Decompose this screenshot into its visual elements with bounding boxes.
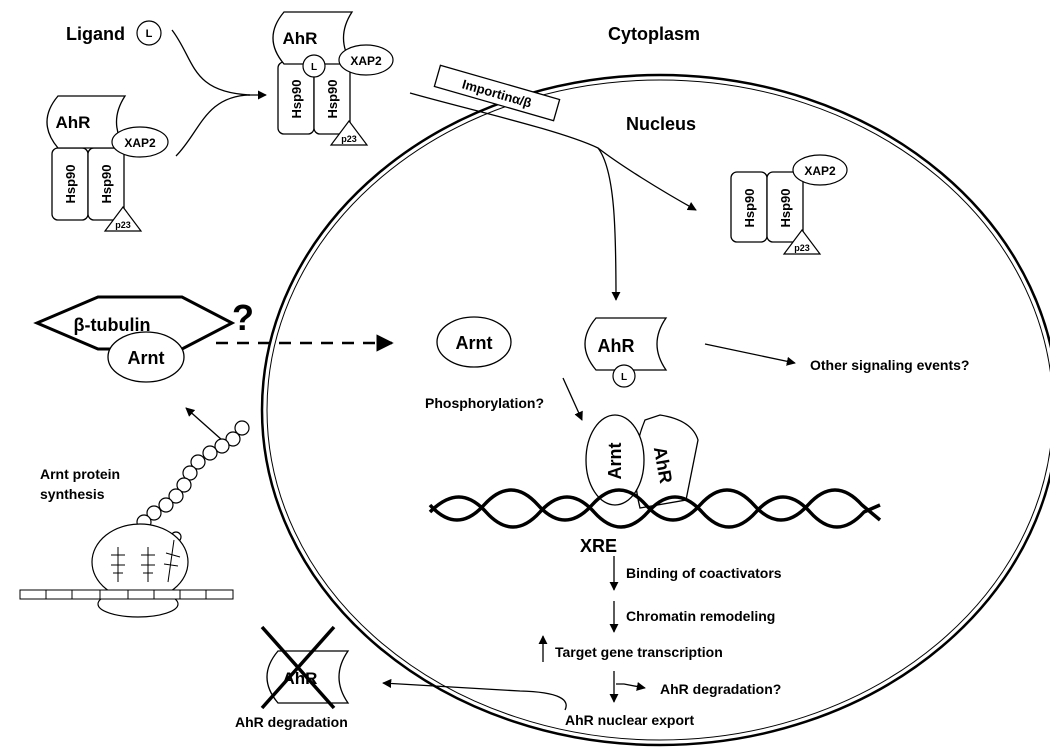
xre-label: XRE [580, 536, 617, 556]
hsp90-label: Hsp90 [99, 164, 114, 203]
coactivators-label: Binding of coactivators [626, 565, 782, 581]
polypeptide-chain [130, 420, 250, 543]
complex-binding-line [175, 94, 251, 157]
ligand-circle-label: L [311, 62, 317, 73]
hsp90-label: Hsp90 [742, 188, 757, 227]
cytoplasm-label: Cytoplasm [608, 24, 700, 44]
xap2-oval [111, 126, 169, 158]
arnt-synthesis-label-2: synthesis [40, 486, 105, 502]
p23-triangle [782, 229, 822, 255]
mrna-strand [19, 589, 234, 600]
dna-strand-2 [428, 488, 882, 522]
arnt-nucleus-oval [436, 316, 512, 368]
hsp90-label: Hsp90 [325, 79, 340, 118]
ligand-symbol-circle [136, 20, 162, 46]
other-signaling-label: Other signaling events? [810, 357, 969, 373]
nucleus-membrane-inner [266, 79, 1050, 741]
chromatin-label: Chromatin remodeling [626, 608, 775, 624]
p23-label: p23 [794, 243, 810, 253]
ligand-symbol: L [146, 28, 153, 40]
ligand-binding-line [171, 29, 251, 96]
hsp90-label: Hsp90 [778, 188, 793, 227]
question-mark: ? [232, 297, 254, 338]
released-chaperone-complex: Hsp90 Hsp90 p23 XAP2 [730, 154, 848, 255]
p23-triangle [103, 206, 143, 232]
ahr-degradation-label: AhR degradation [235, 714, 348, 730]
arnt-cytoplasm-label: Arnt [128, 348, 165, 368]
arnt-cytoplasm-oval [107, 331, 185, 383]
arnt-dna-bound-label: Arnt [605, 443, 625, 480]
target-gene-label: Target gene transcription [555, 644, 723, 660]
beta-tubulin-label: β-tubulin [74, 315, 151, 335]
nucleus-membrane [260, 73, 1050, 747]
ahr-complex-unbound: Hsp90 Hsp90 p23 AhR XAP2 [46, 95, 169, 232]
p23-triangle [329, 120, 369, 146]
phosphorylation-arrow [562, 377, 583, 421]
xap2-oval [338, 44, 394, 76]
p23-label: p23 [115, 220, 131, 230]
ahr-degradation-question-label: AhR degradation? [660, 681, 781, 697]
ahr-label: AhR [56, 113, 91, 132]
chaperone-release-arrow [597, 147, 697, 211]
degradation-cross-line [260, 625, 336, 710]
xap2-label: XAP2 [124, 136, 156, 150]
ligand-circle [302, 54, 326, 78]
beta-tubulin-diamond [33, 295, 236, 351]
arnt-nucleus-label: Arnt [456, 333, 493, 353]
arnt-synthesis-label: Arnt protein [40, 466, 120, 482]
p23-label: p23 [341, 134, 357, 144]
hsp90-label: Hsp90 [63, 164, 78, 203]
ahr-nuclear-export-label: AhR nuclear export [565, 712, 694, 728]
hsp90-label: Hsp90 [289, 79, 304, 118]
other-signaling-arrow [704, 343, 796, 366]
ligand-nuclear-circle [612, 364, 636, 388]
ahr-nuclear-shape [584, 317, 668, 371]
xap2-oval [792, 154, 848, 186]
ahr-label: AhR [283, 29, 318, 48]
ligand-label: Ligand [66, 24, 125, 44]
synthesis-arrow [185, 407, 223, 441]
phosphorylation-label: Phosphorylation? [425, 395, 544, 411]
nucleus-label: Nucleus [626, 114, 696, 134]
xap2-label: XAP2 [350, 54, 382, 68]
arnt-dna-bound-oval [585, 414, 645, 506]
ahr-complex-ligand-bound: Hsp90 Hsp90 p23 AhR L XAP2 [272, 11, 394, 146]
dna-strand-1 [428, 495, 881, 529]
ribosome [91, 523, 189, 618]
ahr-nuclear-label: AhR [598, 336, 635, 356]
ligand-nuclear-label: L [621, 372, 627, 383]
importin-box: Importinα/β [433, 64, 561, 122]
xap2-label: XAP2 [804, 164, 836, 178]
degradation-branch-arrow [616, 681, 646, 691]
import-path-line [409, 92, 621, 301]
hsp90-box [766, 171, 804, 243]
nuclear-export-arrow [382, 678, 567, 711]
